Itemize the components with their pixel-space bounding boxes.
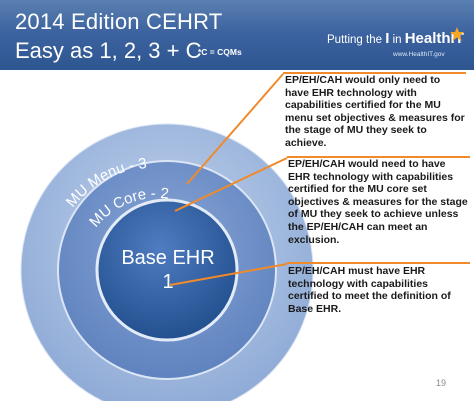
logo-brand: HealthIT bbox=[404, 30, 464, 47]
base-ehr-core bbox=[95, 198, 239, 342]
callout-line-base bbox=[169, 263, 288, 286]
slide-header: 2014 Edition CEHRT Easy as 1, 2, 3 + C *… bbox=[0, 0, 474, 70]
callout-base-ehr: EP/EH/CAH must have EHR technology with … bbox=[288, 265, 451, 315]
callout-line-menu bbox=[186, 73, 284, 185]
callout-line-core bbox=[174, 157, 288, 212]
callout-mu-core: EP/EH/CAH would need to have EHR technol… bbox=[288, 158, 468, 246]
slide-title: 2014 Edition CEHRT bbox=[15, 9, 223, 34]
base-ehr-label: Base EHR 1 bbox=[118, 246, 218, 294]
logo-prefix: Putting the bbox=[327, 34, 382, 46]
logo-in: in bbox=[392, 34, 402, 46]
healthit-logo: Putting the I in HealthIT bbox=[327, 30, 464, 47]
logo-i: I bbox=[385, 30, 390, 47]
base-ehr-number: 1 bbox=[162, 271, 174, 293]
page-number: 19 bbox=[436, 378, 447, 388]
logo-url: www.HealthIT.gov bbox=[393, 51, 445, 58]
slide-subtitle: Easy as 1, 2, 3 + C bbox=[15, 38, 202, 63]
cqm-footnote: *C = CQMs bbox=[198, 47, 242, 57]
healthit-star-icon bbox=[450, 27, 464, 41]
base-ehr-title: Base EHR bbox=[121, 247, 215, 269]
callout-mu-menu: EP/EH/CAH would only need to have EHR te… bbox=[285, 74, 465, 149]
